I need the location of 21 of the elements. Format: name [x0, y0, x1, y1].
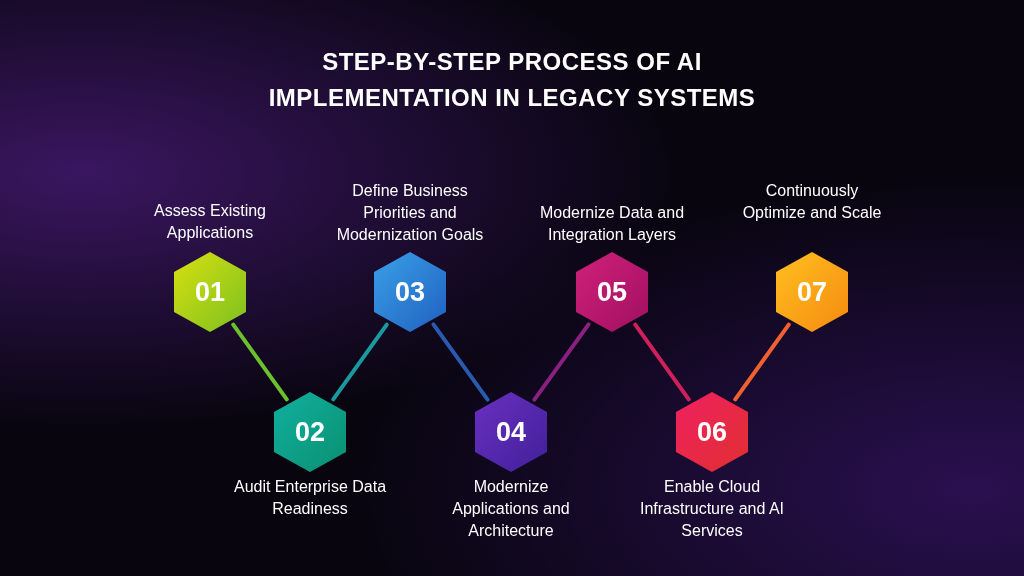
step-description: Enable Cloud Infrastructure and AI Services	[638, 477, 786, 541]
connector-line	[532, 322, 591, 402]
step-description: Modernize Applications and Architecture	[451, 477, 571, 541]
step-number: 07	[795, 277, 828, 307]
connector-line	[733, 322, 791, 402]
step-number: 05	[595, 277, 628, 307]
step-description: Define Business Priorities and Modernization Goals	[335, 181, 485, 245]
step-number: 01	[193, 277, 226, 307]
step-description: Modernize Data and Integration Layers	[538, 203, 686, 245]
connector-line	[431, 322, 490, 402]
connector-line	[231, 322, 289, 402]
step-description: Continuously Optimize and Scale	[741, 181, 883, 223]
step-number: 03	[393, 277, 426, 307]
connector-line	[331, 322, 389, 402]
connector-line	[633, 322, 691, 402]
step-description: Assess Existing Applications	[152, 201, 267, 243]
step-number: 02	[293, 417, 326, 447]
step-description: Audit Enterprise Data Readiness	[232, 477, 388, 519]
step-number: 04	[494, 417, 527, 447]
title: STEP-BY-STEP PROCESS OF AI IMPLEMENTATION IN LEGACY SYSTEMS	[267, 47, 757, 113]
step-number: 06	[695, 417, 728, 447]
